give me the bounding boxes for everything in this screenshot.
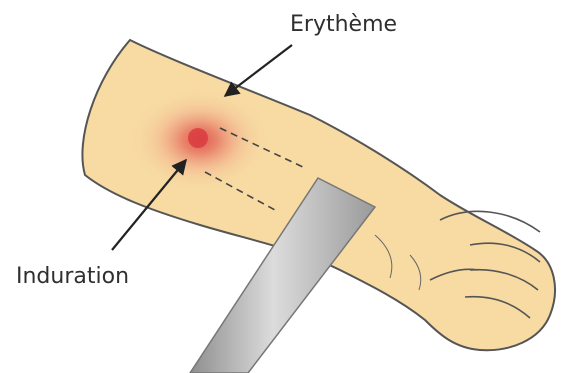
erythema-label: Erythème [290,12,397,37]
induration-center [188,128,208,148]
erythema-arrow [225,45,292,96]
induration-label: Induration [16,264,129,289]
